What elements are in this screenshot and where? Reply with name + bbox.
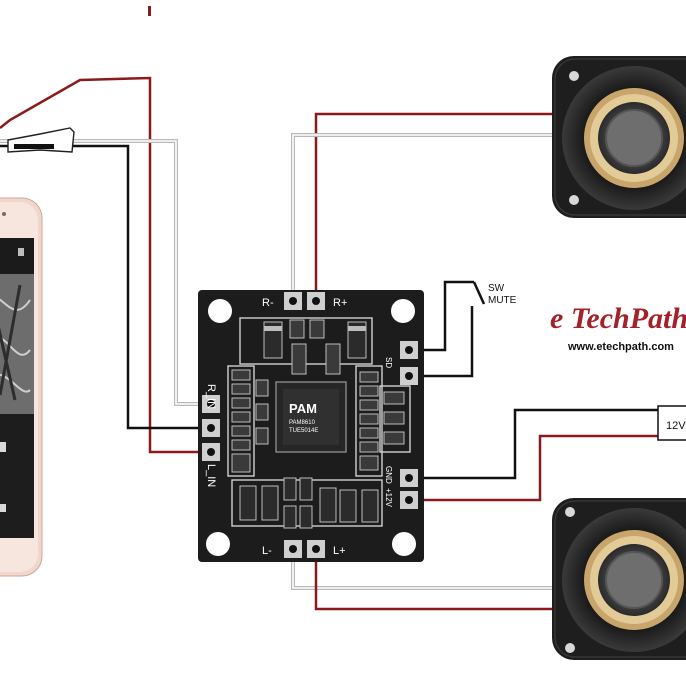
chip-brand: PAM [289, 401, 317, 416]
left-resistor-column [231, 369, 269, 473]
right-resistor-column [359, 371, 405, 471]
wire-r-minus [292, 134, 560, 296]
wire-r-plus [314, 112, 560, 296]
speaker-bottom [552, 498, 686, 660]
label-12v-pin: +12V [384, 488, 393, 508]
wire-l-minus [292, 556, 560, 589]
bottom-capacitors [239, 477, 379, 529]
amplifier-ic [275, 381, 347, 453]
label-gnd: GND [384, 466, 393, 484]
switch-lever [472, 281, 486, 305]
audio-jack-plug [7, 127, 75, 153]
label-r-minus: R- [262, 297, 274, 309]
top-wire-stub [148, 6, 151, 16]
brand-url: www.etechpath.com [567, 341, 674, 353]
label-r-in: R_IN [205, 384, 217, 409]
label-r-plus: R+ [333, 297, 347, 309]
chip-line2: TUE5014E [289, 428, 318, 434]
power-label: 12V [666, 420, 686, 432]
speaker-top [552, 56, 686, 218]
input-wire-red [0, 76, 210, 454]
switch-label-sw: SW [488, 283, 505, 294]
top-capacitors [263, 319, 367, 375]
mute-switch [410, 280, 486, 378]
power-terminal-box [657, 405, 686, 441]
wire-l-plus [314, 556, 560, 611]
label-l-in: L_IN [205, 464, 217, 487]
chip-line1: PAM8610 [289, 420, 316, 426]
brand-logo: e TechPath [550, 302, 686, 335]
power-wires [410, 405, 686, 502]
label-sd: SD [384, 357, 393, 368]
amplifier-board: R- R+ L- L+ R_IN L_IN SD GND +12V PAM PA… [198, 290, 424, 562]
label-l-plus: L+ [333, 545, 346, 557]
speaker-wires [291, 112, 560, 611]
switch-label-mute: MUTE [488, 295, 517, 306]
label-l-minus: L- [262, 545, 272, 557]
smartphone [0, 197, 43, 577]
